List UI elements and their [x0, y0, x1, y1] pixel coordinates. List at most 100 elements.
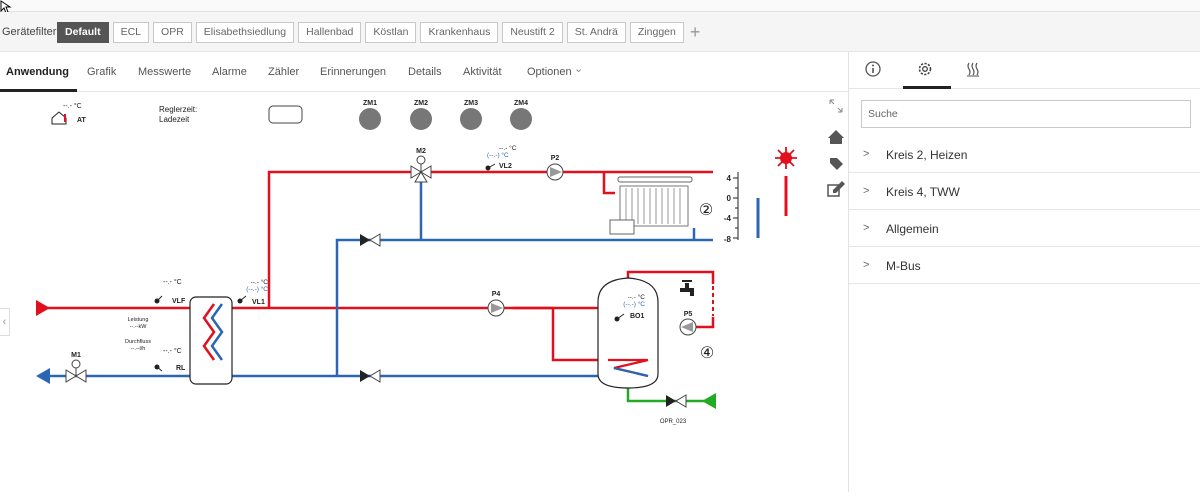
tab-erinnerungen[interactable]: Erinnerungen: [320, 66, 387, 78]
accordion-label: Allgemein: [886, 222, 939, 236]
filter-chip[interactable]: Hallenbad: [298, 22, 362, 43]
device-filter-label: Gerätefilter: [2, 26, 57, 38]
valve-m1[interactable]: [65, 359, 87, 383]
heat-exchanger[interactable]: [189, 296, 233, 385]
filter-chip[interactable]: Zinggen: [629, 22, 684, 43]
accordion-label: Kreis 2, Heizen: [886, 148, 968, 162]
accordion-item-kreis-4[interactable]: > Kreis 4, TWW: [849, 173, 1200, 210]
zone-label: ZM2: [414, 100, 428, 107]
pump-p4[interactable]: [487, 299, 505, 317]
zone-indicator-zm4[interactable]: [510, 108, 532, 130]
bo1-temp-setpoint: (--.-) °C: [623, 300, 645, 308]
filter-chip[interactable]: Default: [57, 22, 109, 43]
search-input[interactable]: [861, 100, 1191, 128]
vl2-temp: --.- °C: [499, 144, 517, 152]
circuit-2-badge: ②: [699, 202, 713, 219]
main-tab-bar: Anwendung Grafik Messwerte Alarme Zähler Erin…: [0, 56, 848, 92]
accordion-item-m-bus[interactable]: > M-Bus: [849, 247, 1200, 284]
chevron-right-icon: >: [863, 259, 870, 271]
zone-indicator-zm2[interactable]: [410, 108, 432, 130]
outdoor-temp-value: --.- °C: [63, 102, 82, 110]
valve-m2[interactable]: [410, 155, 432, 183]
zone-label: ZM4: [514, 100, 528, 107]
pump-p2[interactable]: [546, 163, 564, 181]
active-side-tab-indicator: [903, 86, 951, 89]
chevron-down-icon[interactable]: ⌄: [574, 63, 584, 75]
edit-icon[interactable]: [827, 181, 845, 197]
scale-tick-label: -4: [724, 214, 732, 223]
accordion-label: Kreis 4, TWW: [886, 185, 960, 199]
tab-aktivit-t[interactable]: Aktivität: [463, 66, 502, 78]
pump-p5[interactable]: [679, 318, 697, 336]
side-panel-tabs: [849, 52, 1200, 89]
zone-label: ZM3: [464, 100, 478, 107]
vl1-temp-setpoint: (--.-) °C: [246, 285, 268, 293]
hot-water-tap-icon: [680, 280, 694, 296]
power-label: Leistung: [128, 317, 149, 323]
rl-label: RL: [176, 365, 186, 372]
side-panel: > Kreis 2, Heizen > Kreis 4, TWW > Allge…: [848, 52, 1200, 492]
collapse-handle-left[interactable]: ‹: [0, 308, 10, 336]
zone-indicator-zm1[interactable]: [359, 108, 381, 130]
night-mode-moon-icon[interactable]: [752, 148, 762, 168]
expand-icon[interactable]: [829, 99, 843, 113]
vl1-temp: --.- °C: [251, 278, 269, 286]
filter-chip[interactable]: Elisabethsiedlung: [195, 22, 295, 43]
flow-value: --.--l/h: [131, 346, 146, 352]
accordion-item-kreis-2[interactable]: > Kreis 2, Heizen: [849, 136, 1200, 173]
circuit-4-badge: ④: [700, 345, 714, 362]
filter-chip[interactable]: OPR: [153, 22, 192, 43]
opr-label: OPR_023: [660, 419, 687, 425]
tag-icon[interactable]: [830, 158, 843, 170]
power-value: --.--kW: [130, 324, 148, 330]
tab-alarme[interactable]: Alarme: [212, 66, 247, 78]
pump-p5-label: P5: [684, 311, 693, 318]
vlf-label: VLF: [172, 298, 186, 305]
scale-tick-label: -8: [724, 235, 732, 244]
chevron-right-icon: >: [863, 222, 870, 234]
outdoor-house-icon: [51, 111, 67, 125]
tab-anwendung[interactable]: Anwendung: [6, 66, 69, 78]
heat-icon[interactable]: [959, 60, 987, 82]
charge-time-label: Ladezeit: [159, 115, 190, 124]
vl2-label: VL2: [499, 163, 512, 170]
check-valve: [360, 233, 687, 408]
active-tab-indicator: [0, 89, 77, 92]
filter-chip[interactable]: Krankenhaus: [420, 22, 499, 43]
tab-details[interactable]: Details: [408, 66, 442, 78]
day-mode-sun-icon[interactable]: [775, 147, 797, 169]
gear-icon[interactable]: [911, 60, 939, 82]
mode-display-box[interactable]: [268, 105, 303, 124]
hydraulic-schematic: --.- °C AT Reglerzeit: Ladezeit ZM1 ZM2 …: [36, 99, 845, 425]
zone-label: ZM1: [363, 100, 377, 107]
bo1-temp: --.- °C: [628, 293, 646, 301]
radiator-icon: [609, 176, 693, 235]
chevron-right-icon: >: [863, 185, 870, 197]
tab-optionen[interactable]: Optionen: [527, 66, 572, 78]
pump-p4-label: P4: [492, 291, 501, 298]
zone-indicators: ZM1 ZM2 ZM3 ZM4: [359, 100, 532, 130]
add-filter-button[interactable]: +: [689, 22, 701, 42]
filter-chip[interactable]: Neustift 2: [502, 22, 563, 43]
tab-messwerte[interactable]: Messwerte: [138, 66, 192, 78]
flow-label: Durchfluss: [125, 339, 151, 345]
home-icon[interactable]: [828, 130, 844, 144]
accordion-item-allgemein[interactable]: > Allgemein: [849, 210, 1200, 247]
filter-chip[interactable]: Köstlan: [365, 22, 417, 43]
outdoor-temp-label: AT: [77, 117, 87, 124]
tab-grafik[interactable]: Grafik: [87, 66, 117, 78]
supply-pipes: [40, 170, 715, 362]
chevron-right-icon: >: [863, 148, 870, 160]
tab-z-hler[interactable]: Zähler: [268, 66, 300, 78]
storage-tank-bo1[interactable]: [597, 277, 659, 389]
filter-chip[interactable]: St. Andrä: [566, 22, 626, 43]
scale-tick-label: 0: [727, 194, 732, 203]
zone-indicator-zm3[interactable]: [460, 108, 482, 130]
vl1-label: VL1: [252, 299, 265, 306]
accordion-label: M-Bus: [886, 259, 921, 273]
info-icon[interactable]: [859, 60, 887, 82]
cold-water-inlet-arrow-icon: [702, 393, 716, 409]
filter-chip[interactable]: ECL: [112, 22, 150, 43]
valve-m2-label: M2: [416, 148, 426, 155]
